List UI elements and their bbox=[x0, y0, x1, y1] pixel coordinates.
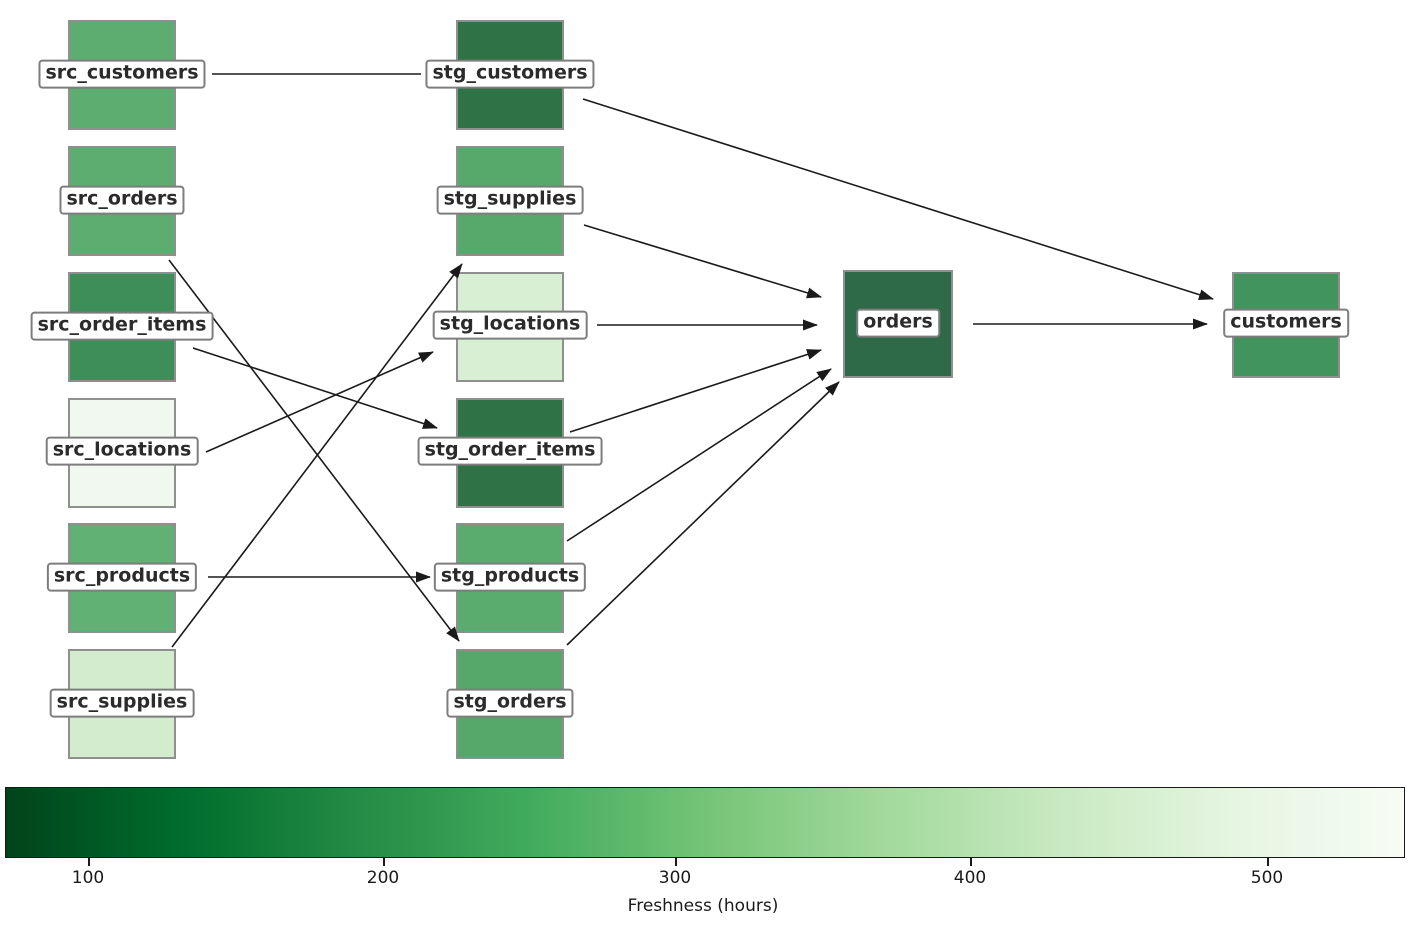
edge-stg_order_items-to-orders bbox=[569, 349, 822, 433]
node-label-src_supplies: src_supplies bbox=[49, 688, 195, 718]
node-label-stg_products: stg_products bbox=[433, 562, 587, 592]
node-label-orders: orders bbox=[856, 308, 940, 338]
node-label-src_order_items: src_order_items bbox=[30, 311, 214, 341]
node-label-src_customers: src_customers bbox=[38, 59, 206, 89]
node-label-stg_supplies: stg_supplies bbox=[436, 185, 584, 215]
colorbar-tick-mark-300 bbox=[675, 858, 677, 866]
colorbar-tick-label-100: 100 bbox=[71, 868, 105, 888]
edge-stg_customers-to-customers bbox=[582, 98, 1214, 301]
node-label-src_locations: src_locations bbox=[45, 436, 199, 466]
node-label-src_orders: src_orders bbox=[59, 185, 185, 215]
node-label-stg_locations: stg_locations bbox=[432, 310, 588, 340]
colorbar-tick-mark-100 bbox=[88, 858, 90, 866]
edge-src_locations-to-stg_locations bbox=[205, 351, 434, 453]
colorbar-gradient-bar bbox=[5, 787, 1405, 858]
colorbar-tick-mark-500 bbox=[1267, 858, 1269, 866]
node-label-stg_orders: stg_orders bbox=[446, 688, 574, 718]
node-label-stg_order_items: stg_order_items bbox=[417, 436, 603, 466]
colorbar-tick-label-200: 200 bbox=[366, 868, 400, 888]
node-label-src_products: src_products bbox=[46, 562, 198, 592]
node-label-stg_customers: stg_customers bbox=[425, 59, 595, 89]
edge-stg_supplies-to-orders bbox=[583, 224, 822, 299]
colorbar-tick-mark-400 bbox=[970, 858, 972, 866]
node-label-customers: customers bbox=[1223, 308, 1349, 338]
edge-stg_orders-to-orders bbox=[566, 381, 840, 646]
colorbar-axis-label: Freshness (hours) bbox=[627, 896, 779, 916]
colorbar-tick-label-500: 500 bbox=[1250, 868, 1284, 888]
colorbar-tick-mark-200 bbox=[383, 858, 385, 866]
colorbar-tick-label-300: 300 bbox=[658, 868, 692, 888]
edge-src_order_items-to-stg_order_items bbox=[192, 347, 438, 429]
colorbar-tick-label-400: 400 bbox=[953, 868, 987, 888]
edge-src_supplies-to-stg_supplies bbox=[171, 263, 463, 648]
edge-stg_products-to-orders bbox=[566, 368, 832, 542]
